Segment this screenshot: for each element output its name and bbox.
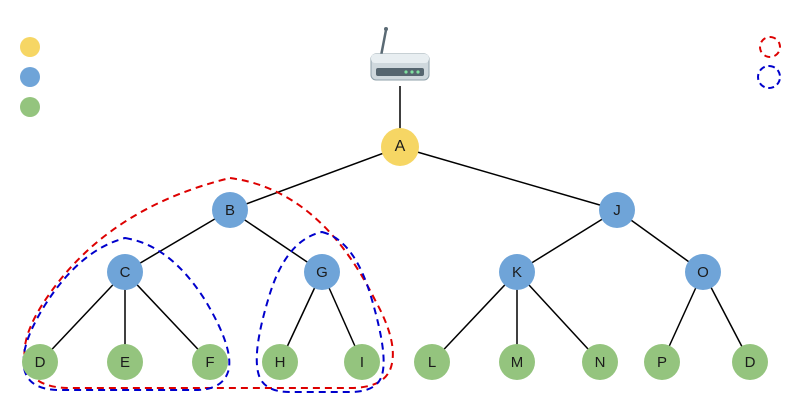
node-k: K [499, 254, 535, 290]
legend-red-dashed-circle [759, 36, 781, 58]
node-d: D [22, 344, 58, 380]
legend-yellow-swatch [20, 37, 40, 57]
legend-blue-dashed-circle [757, 65, 781, 89]
node-d-2: D [732, 344, 768, 380]
node-p: P [644, 344, 680, 380]
router-icon [368, 24, 432, 88]
node-j: J [599, 192, 635, 228]
node-m: M [499, 344, 535, 380]
blue-group-right-outline [255, 230, 385, 393]
node-h: H [262, 344, 298, 380]
node-n: N [582, 344, 618, 380]
node-o: O [685, 254, 721, 290]
node-b: B [212, 192, 248, 228]
node-c: C [107, 254, 143, 290]
node-g: G [304, 254, 340, 290]
node-e: E [107, 344, 143, 380]
node-a: A [381, 128, 419, 166]
legend-green-swatch [20, 97, 40, 117]
legend-blue-swatch [20, 67, 40, 87]
node-i: I [344, 344, 380, 380]
red-group-outline [23, 176, 394, 389]
blue-group-left-outline [22, 236, 231, 391]
tree-edges [39, 86, 751, 363]
node-f: F [192, 344, 228, 380]
node-l: L [414, 344, 450, 380]
